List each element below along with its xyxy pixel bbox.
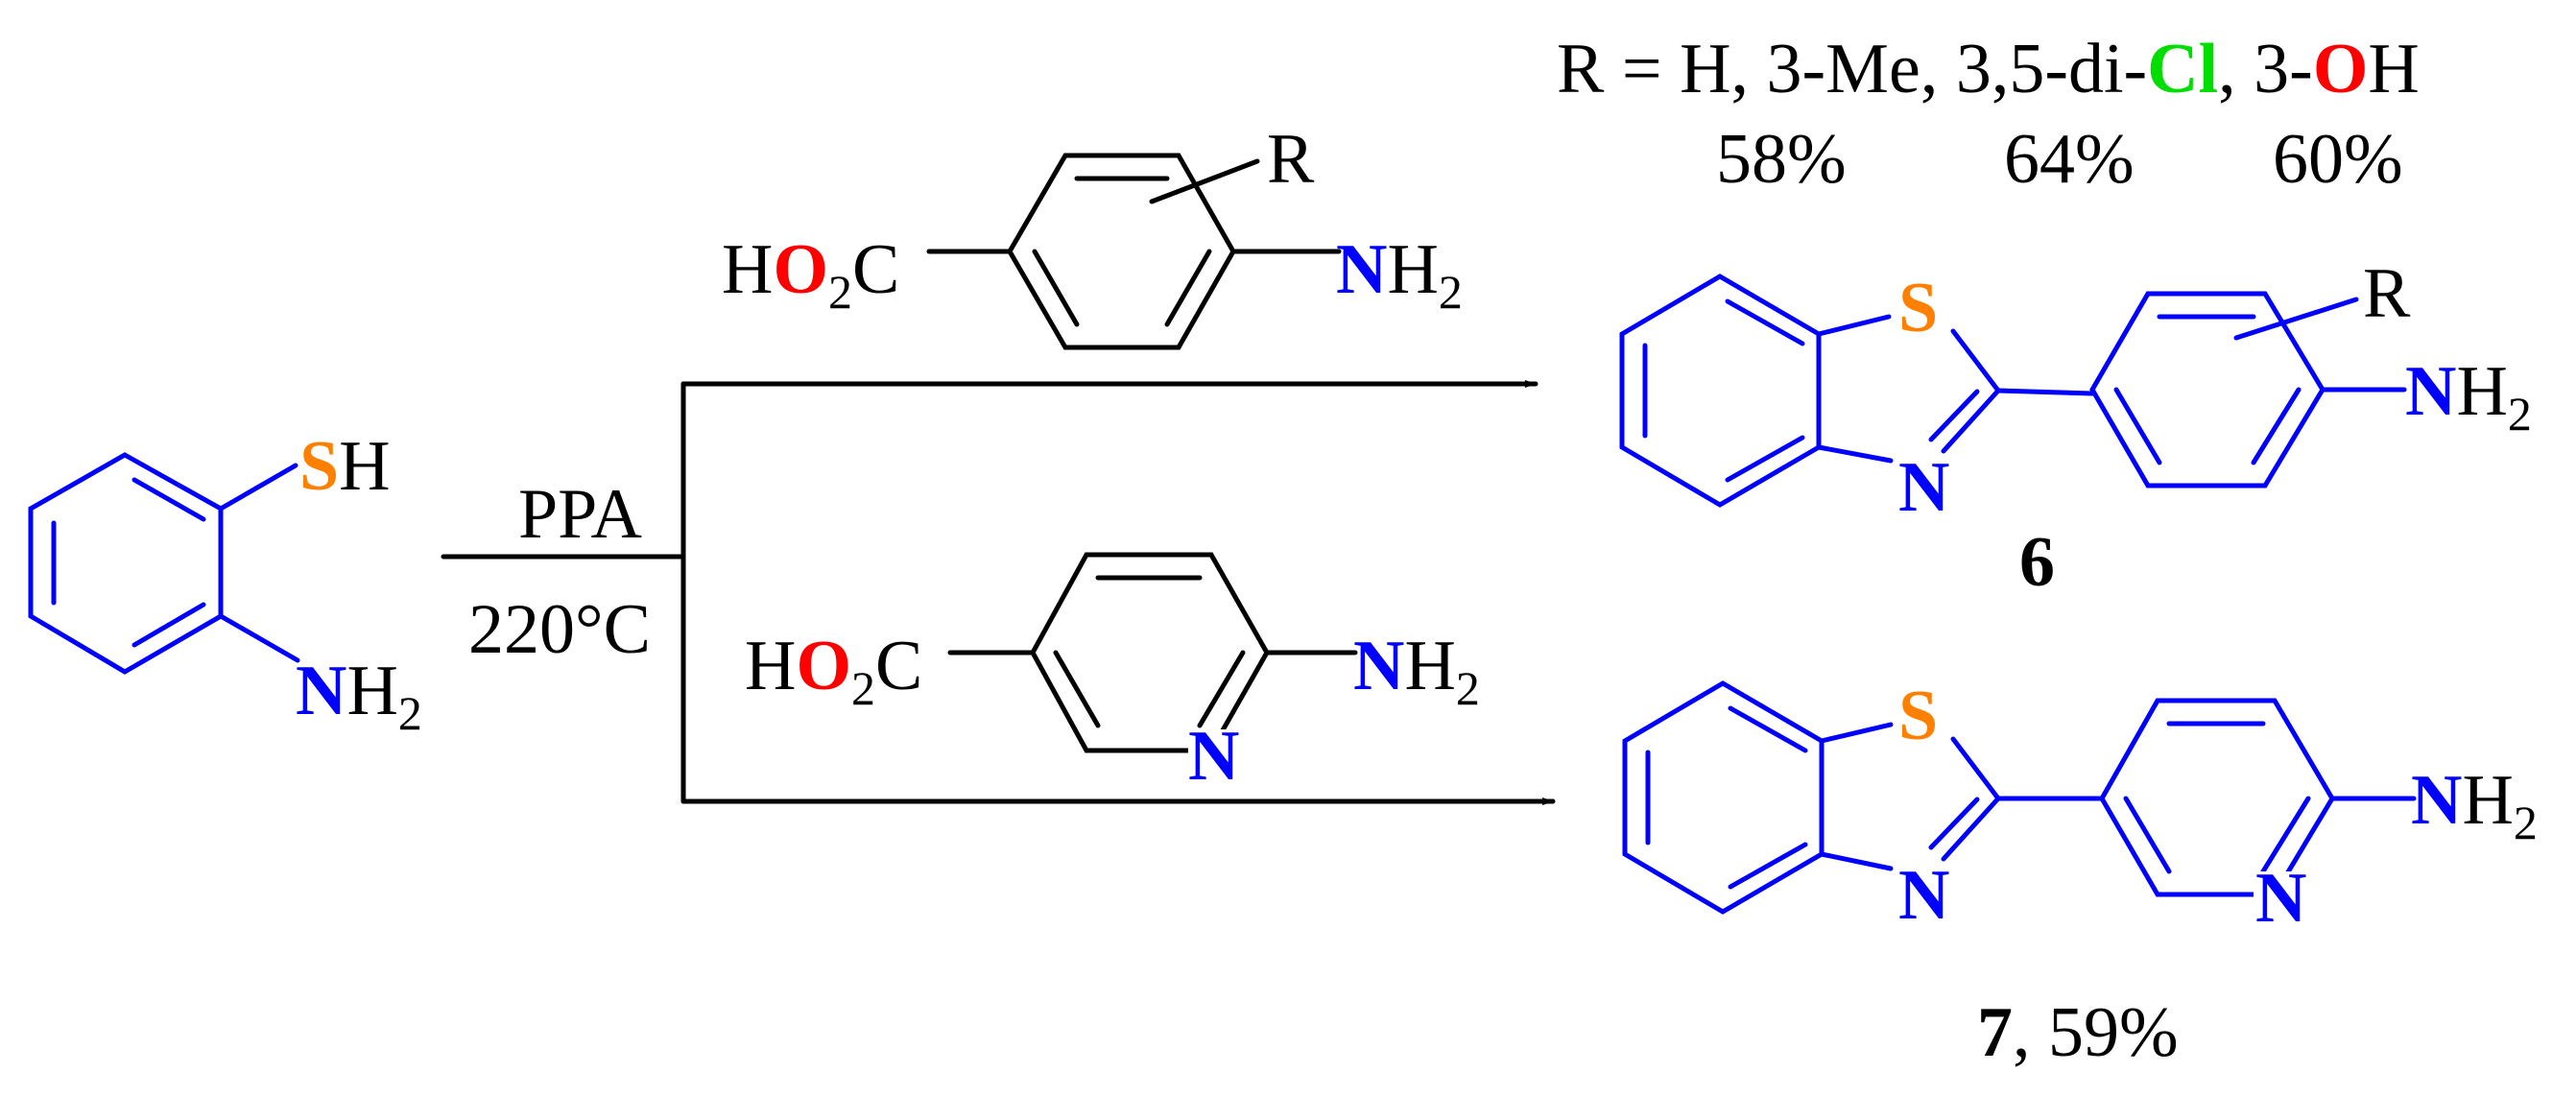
svg-text:NH2: NH2 — [296, 652, 422, 740]
hydrogen-label: H — [346, 652, 397, 730]
yield-value: , 59% — [2013, 993, 2179, 1072]
product-6: R S N NH2 6 — [1619, 254, 2532, 602]
svg-text:HO2C: HO2C — [745, 627, 922, 715]
nitrogen-atom-label: N — [1336, 230, 1387, 309]
subscript-2: 2 — [851, 661, 875, 715]
thiazole-nitrogen-label: N — [1898, 448, 1949, 527]
compound-label-7: 7 — [1977, 993, 2013, 1072]
substituent-r-label: R — [2363, 254, 2411, 333]
hydrogen-label: H — [745, 627, 796, 705]
svg-text:HO2C: HO2C — [722, 230, 899, 319]
reagent-aminonicotinic-acid: HO2C N NH2 — [745, 552, 1480, 796]
substituent-definition: R = H, 3-Me, 3,5-di-Cl, 3-OH — [1557, 30, 2420, 108]
hydrogen-label: H — [1404, 627, 1455, 705]
sulfur-atom-label: S — [299, 427, 339, 506]
subscript-2: 2 — [1456, 661, 1480, 715]
svg-text:NH2: NH2 — [2411, 761, 2538, 849]
nitrogen-atom-label: N — [1353, 627, 1404, 705]
yield-value: 60% — [2273, 120, 2403, 199]
product-7: S N N NH2 7, 59% — [1622, 677, 2538, 1072]
hydrogen-label: H — [1387, 230, 1438, 309]
subscript-2: 2 — [2508, 387, 2532, 441]
yield-value: 58% — [1716, 120, 1847, 199]
reagent-aminobenzoic-acid: R HO2C NH2 — [722, 120, 1463, 350]
subscript-2: 2 — [1439, 265, 1463, 319]
sulfur-atom-label: S — [1898, 677, 1938, 755]
pyridine-nitrogen-label: N — [2255, 859, 2306, 938]
yield-value: 64% — [2004, 120, 2135, 199]
svg-text:7, 59%: 7, 59% — [1977, 993, 2179, 1072]
temperature-label: 220°C — [468, 590, 651, 669]
subscript-2: 2 — [2514, 796, 2538, 849]
pyridine-nitrogen-label: N — [1188, 717, 1239, 796]
carbon-label: C — [852, 230, 899, 309]
svg-text:NH2: NH2 — [2405, 352, 2532, 441]
carbon-label: C — [875, 627, 922, 705]
starting-material-aminothiophenol: SH NH2 — [28, 427, 422, 740]
oxygen-atom-label: O — [796, 627, 851, 705]
hydrogen-label: H — [2456, 352, 2507, 431]
hydrogen-label: H — [339, 427, 390, 506]
svg-text:NH2: NH2 — [1336, 230, 1463, 319]
svg-text:NH2: NH2 — [1353, 627, 1480, 715]
reagent-label: PPA — [518, 475, 642, 554]
compound-label-6: 6 — [2019, 523, 2055, 602]
chlorine-label: Cl — [2147, 30, 2218, 108]
nitrogen-atom-label: N — [296, 652, 346, 730]
oxygen-label: O — [2313, 30, 2369, 108]
hydrogen-label: H — [2462, 761, 2513, 840]
sulfur-atom-label: S — [1898, 269, 1938, 347]
subscript-2: 2 — [398, 686, 422, 740]
nitrogen-atom-label: N — [2411, 761, 2462, 840]
thiazole-nitrogen-label: N — [1898, 856, 1949, 935]
svg-text:SH: SH — [299, 427, 391, 506]
nitrogen-atom-label: N — [2405, 352, 2456, 431]
substituent-r-label: R — [1267, 120, 1315, 199]
reaction-arrows — [441, 380, 1556, 805]
oxygen-atom-label: O — [773, 230, 828, 309]
hydrogen-label: H — [722, 230, 773, 309]
subscript-2: 2 — [828, 265, 852, 319]
